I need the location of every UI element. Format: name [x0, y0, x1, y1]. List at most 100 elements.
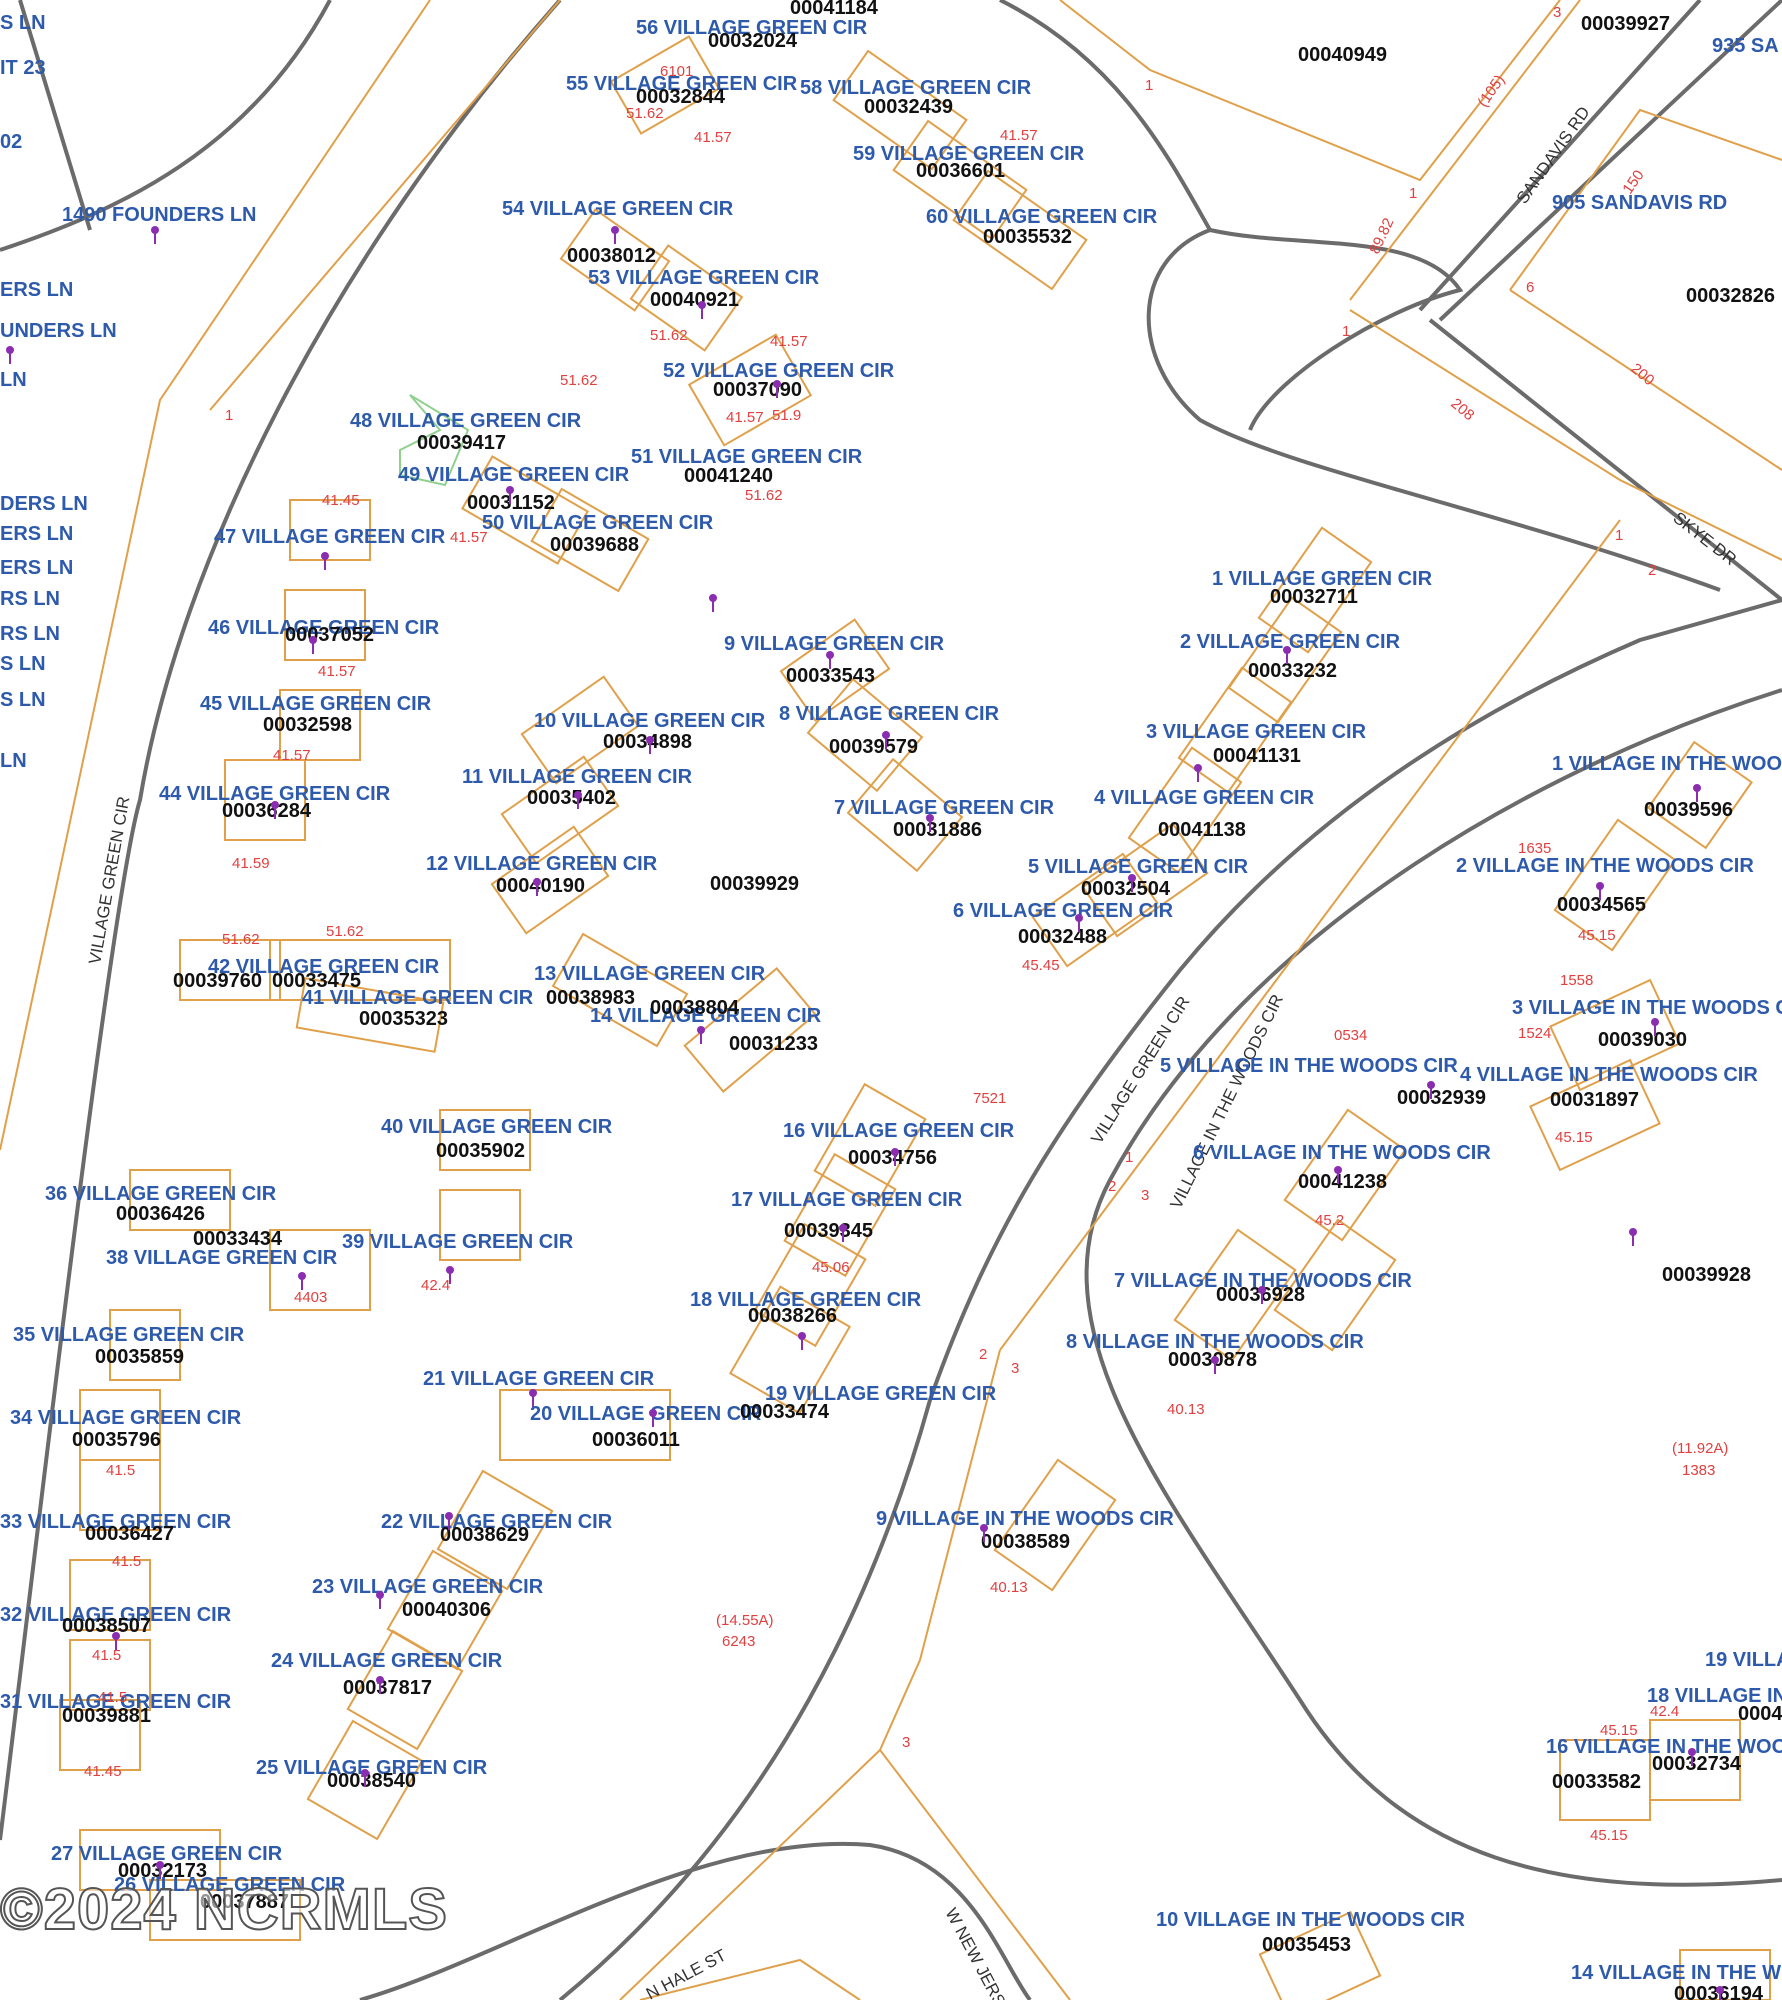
dimension-label: 1383	[1682, 1462, 1715, 1479]
address-label: 54 VILLAGE GREEN CIR	[502, 198, 734, 220]
dimension-label: 42.4	[421, 1277, 450, 1294]
dimension-label: 1	[1342, 323, 1350, 340]
pin-icon	[6, 346, 14, 364]
pin-icon	[1211, 1356, 1219, 1374]
parcel-id: 00036601	[916, 160, 1005, 182]
dimension-label: 1	[1409, 185, 1417, 202]
parcel-id: 00032826	[1686, 285, 1775, 307]
dimension-label: 41.57	[273, 747, 311, 764]
pin-icon	[1693, 784, 1701, 802]
address-label: 18 VILLAGE GREEN CIR	[690, 1289, 922, 1311]
parcel-id: 00032504	[1081, 878, 1171, 900]
road-label: SKYE DR	[1670, 508, 1741, 569]
lot-outlines	[59, 35, 1771, 2000]
address-label: 18 VILLAGE IN	[1647, 1685, 1782, 1707]
pin-icon	[826, 651, 834, 669]
address-label: 55 VILLAGE GREEN CIR	[566, 73, 798, 95]
watermark-text: ©2024 NCRMLS	[0, 1876, 448, 1943]
dimension-label: 51.62	[650, 327, 688, 344]
parcel-id: 00038983	[546, 987, 635, 1009]
address-label: 4 VILLAGE GREEN CIR	[1094, 787, 1315, 809]
dimension-label: 208	[1447, 395, 1477, 424]
address-label: 2 VILLAGE IN THE WOODS CIR	[1456, 855, 1754, 877]
pin-icon	[376, 1591, 384, 1609]
address-label: 34 VILLAGE GREEN CIR	[10, 1407, 242, 1429]
pin-icon	[1596, 882, 1604, 900]
parcel-id: 00032939	[1397, 1087, 1486, 1109]
parcel-id: 00039688	[550, 534, 639, 556]
pin-icon	[649, 1409, 657, 1427]
address-label: 59 VILLAGE GREEN CIR	[853, 143, 1085, 165]
parcel-id: 00035859	[95, 1346, 184, 1368]
parcel-id: 00041240	[684, 465, 773, 487]
dimension-label: 45.45	[1022, 957, 1060, 974]
parcel-id: 00032488	[1018, 926, 1107, 948]
pin-icon	[926, 814, 934, 832]
dimension-label: 51.62	[745, 487, 783, 504]
parcel-id: 00033543	[786, 665, 875, 687]
pin-icon	[1629, 1228, 1637, 1246]
parcel-id: 00033475	[272, 970, 361, 992]
address-label: S LN	[0, 653, 46, 675]
address-label: 42 VILLAGE GREEN CIR	[208, 956, 440, 978]
address-label: 19 VILLA	[1705, 1649, 1782, 1671]
address-label: 16 VILLAGE GREEN CIR	[783, 1120, 1015, 1142]
dimension-label: 41.5	[98, 1689, 127, 1706]
dimension-label: 40.13	[990, 1579, 1028, 1596]
dimension-label: 51.9	[772, 407, 801, 424]
address-label: LN	[0, 750, 27, 772]
pin-icon	[611, 226, 619, 244]
address-label: 36 VILLAGE GREEN CIR	[45, 1183, 277, 1205]
address-label: 7 VILLAGE IN THE WOODS CIR	[1114, 1270, 1412, 1292]
dimension-label: 6101	[660, 63, 693, 80]
pin-icon	[1194, 764, 1202, 782]
pin-icon	[321, 552, 329, 570]
address-label: 49 VILLAGE GREEN CIR	[398, 464, 630, 486]
address-label: 8 VILLAGE GREEN CIR	[779, 703, 1000, 725]
dimension-label: (105)	[1474, 72, 1508, 110]
dimension-label: 41.57	[770, 333, 808, 350]
parcel-id: 00038589	[981, 1531, 1070, 1553]
pin-icon	[529, 1389, 537, 1407]
address-label: 20 VILLAGE GREEN CIR	[530, 1403, 762, 1425]
address-label: 41 VILLAGE GREEN CIR	[302, 987, 534, 1009]
pin-icon	[709, 594, 717, 612]
address-label: ERS LN	[0, 557, 73, 579]
parcel-id: 00035402	[527, 787, 616, 809]
parcel-id: 00040	[1738, 1703, 1782, 1725]
parcel-id: 00037887	[200, 1891, 289, 1913]
parcel-id: 00037052	[285, 624, 374, 646]
address-label: 905 SANDAVIS RD	[1552, 192, 1727, 214]
parcel-id: 00031233	[729, 1033, 818, 1055]
address-label: 56 VILLAGE GREEN CIR	[636, 17, 868, 39]
address-label: 10 VILLAGE GREEN CIR	[534, 710, 766, 732]
parcel-id: 00038540	[327, 1770, 416, 1792]
parcel-id: 00032173	[118, 1860, 207, 1882]
parcel-id: 00037090	[713, 379, 802, 401]
parcel-id: 00031897	[1550, 1089, 1639, 1111]
pin-icon	[1128, 874, 1136, 892]
dimension-label: 7521	[973, 1090, 1006, 1107]
address-label: 32 VILLAGE GREEN CIR	[0, 1604, 232, 1626]
parcel-id: 00035796	[72, 1429, 161, 1451]
address-label: 6 VILLAGE GREEN CIR	[953, 900, 1174, 922]
dimension-label: 40.13	[1167, 1401, 1205, 1418]
parcel-id: 00039417	[417, 432, 506, 454]
pin-icon	[271, 801, 279, 819]
address-label: 13 VILLAGE GREEN CIR	[534, 963, 766, 985]
parcel-id: 00039929	[710, 873, 799, 895]
address-label: RS LN	[0, 623, 60, 645]
pin-icon	[445, 1512, 453, 1530]
address-label: IT 23	[0, 57, 46, 79]
address-label: 14 VILLAGE IN THE W	[1571, 1962, 1781, 1984]
address-label: 60 VILLAGE GREEN CIR	[926, 206, 1158, 228]
address-label: 3 VILLAGE IN THE WOODS C	[1512, 997, 1782, 1019]
parcel-id: 00041138	[1158, 819, 1246, 841]
pin-icon	[798, 1332, 806, 1350]
address-label: 7 VILLAGE GREEN CIR	[834, 797, 1055, 819]
address-label: 17 VILLAGE GREEN CIR	[731, 1189, 963, 1211]
address-label: 5 VILLAGE IN THE WOODS CIR	[1160, 1055, 1458, 1077]
pin-icon	[446, 1266, 454, 1284]
dimension-label: 41.45	[322, 492, 360, 509]
